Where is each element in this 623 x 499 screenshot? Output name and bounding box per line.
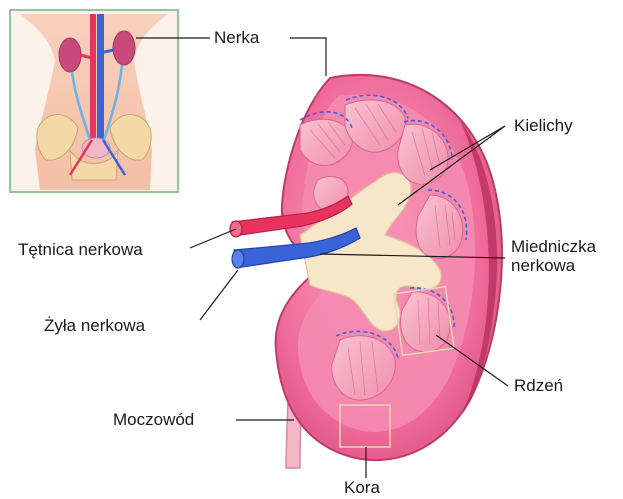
label-kora: Kora: [344, 478, 380, 497]
label-kielichy: Kielichy: [514, 116, 573, 135]
label-rdzen: Rdzeń: [514, 376, 563, 395]
label-miedniczka-line2: nerkowa: [511, 256, 596, 275]
label-miedniczka-line1: Miedniczka: [511, 237, 596, 256]
label-miedniczka-nerkowa: Miedniczka nerkowa: [511, 237, 596, 275]
kidney-cross-section: [230, 75, 502, 468]
label-moczowod: Moczowód: [113, 410, 194, 429]
label-zyla-nerkowa: Żyła nerkowa: [44, 316, 145, 335]
label-nerka: Nerka: [214, 28, 259, 47]
label-tetnica-nerkowa: Tętnica nerkowa: [18, 240, 143, 259]
body-inset: [10, 10, 178, 192]
